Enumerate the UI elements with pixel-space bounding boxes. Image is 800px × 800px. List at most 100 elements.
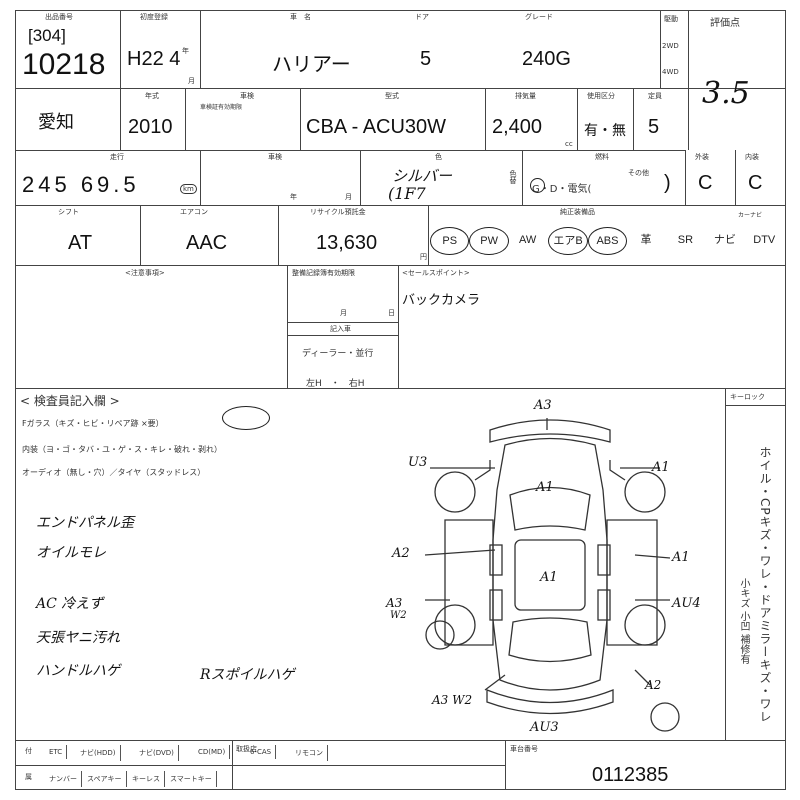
vehicle-label: 車検 [268,153,282,161]
outer-bottom [15,789,785,790]
vline-c [660,10,661,88]
mileage-label: 走行 [110,153,124,161]
hand-note-1: エンドパネル歪 [36,515,134,531]
grade-label: グレード [525,13,553,21]
carnavi-label: カーナビ [738,212,763,219]
color-value: シルバー [392,167,453,185]
vline-i [633,88,634,150]
color-change: 色替 [509,170,517,184]
shop-label: 取扱店 [236,745,257,753]
fglass-mark-circle [222,406,270,430]
mark-au4: AU4 [672,596,701,611]
side-small: 小キズ 小凹 補修有 [738,578,749,665]
interior-value: C [748,172,763,194]
shift-label: シフト [58,208,79,216]
row-line-6 [15,740,785,741]
row-line-5 [15,388,785,389]
ownership-value: 有・無 [584,122,626,138]
footer-label-1: 付 [25,747,32,755]
footer-label-2: 属 [25,773,32,781]
sales-point: バックカメラ [402,292,481,307]
capacity-value: 5 [648,116,660,138]
row-line-2 [15,150,685,151]
displacement-value: 2,400 [492,116,543,138]
door-count: 5 [420,48,432,70]
equipment-label: 純正装備品 [560,208,595,216]
hline-keyless [725,405,785,406]
footer-item: スペアキー [83,771,127,787]
side-text: ホイル・CPキズ・ワレ・ドアミラーキズ・ワレ [758,446,772,724]
model-value: CBA - ACU30W [306,116,447,138]
mark-a1-roof: A1 [540,570,558,585]
vline-n [735,150,736,205]
mark-u3: U3 [408,455,428,470]
mileage-value: 245 69.5 [22,172,140,197]
equipment-item: ナビ [713,234,736,246]
mark-a1-right: A1 [672,550,690,565]
interior-label: 内装 [745,153,759,161]
first-reg-month-unit: 月 [188,77,195,85]
handle-value: 左H ・ 右H [306,379,365,389]
mark-a1-rf: A1 [652,460,670,475]
mark-a2-left: A2 [392,546,410,561]
drive-2wd: 2WD [662,42,679,50]
outer-left [15,10,16,790]
vline-side [725,388,726,740]
score-value: 3.5 [702,76,750,111]
repair-month: 月 [340,309,347,317]
hand-note-3: AC 冷えず [36,596,104,612]
entry-label: 記入車 [330,325,351,333]
hline-repair [287,322,398,323]
vline-foot-2 [505,740,506,790]
vehicle-month: 月 [345,193,352,201]
year-value: 2010 [128,116,173,138]
equipment-item: AW [518,234,537,246]
vline-p [278,205,279,265]
equipment-item: PW [469,227,509,255]
inspection-label: 車検 [240,92,254,100]
mark-a2-rear: A2 [645,678,662,692]
entry-value: ディーラー・並行 [302,349,374,359]
vline-g [485,88,486,150]
equipment-item: エアB [548,227,588,255]
car-name: ハリアー [272,54,351,76]
score-label: 評価点 [710,18,740,29]
vline-e [185,88,186,150]
exterior-label: 外装 [695,153,709,161]
fuel-close: ) [664,172,671,194]
hline-entry [287,335,398,336]
vline-s [398,265,399,388]
fuel-label: 燃料 [595,153,609,161]
vline-k [360,150,361,205]
outer-top [15,10,785,11]
fuel-g-circle [530,178,545,193]
repair-day: 日 [388,309,395,317]
region: 愛知 [38,112,74,132]
year-label: 年式 [145,92,159,100]
vline-l [522,150,523,205]
color-code: (1F7 [388,184,426,203]
inspector-line-3: オーディオ（無し・穴）／タイヤ（スタッドレス） [22,468,206,477]
fuel-other: その他 [628,169,649,177]
mark-w2-left: W2 [390,610,407,621]
drive-label: 駆動 [664,15,678,23]
mileage-unit: km [180,184,197,194]
vline-h [577,88,578,150]
vline-j [200,150,201,205]
capacity-label: 定員 [648,92,662,100]
hand-note-2: オイルモレ [36,545,106,561]
inspector-title: < 検査員記入欄 > [20,394,120,408]
footer-item: 6-CAS [246,745,277,759]
footer-item: ナビ(HDD) [76,745,121,761]
footer-item: ナンバー [45,771,82,787]
equipment-item: 革 [640,234,652,246]
vline-b [200,10,201,88]
drive-4wd: 4WD [662,68,679,76]
mark-a1-hood: A1 [536,480,554,495]
frame-number: 0112385 [592,764,669,786]
inspector-line-1: Fガラス（キズ・ヒビ・リペア跡 ×要） [22,419,164,428]
outer-right [785,10,786,790]
first-reg-label: 初度登録 [140,13,168,21]
row-line-7 [15,765,505,766]
